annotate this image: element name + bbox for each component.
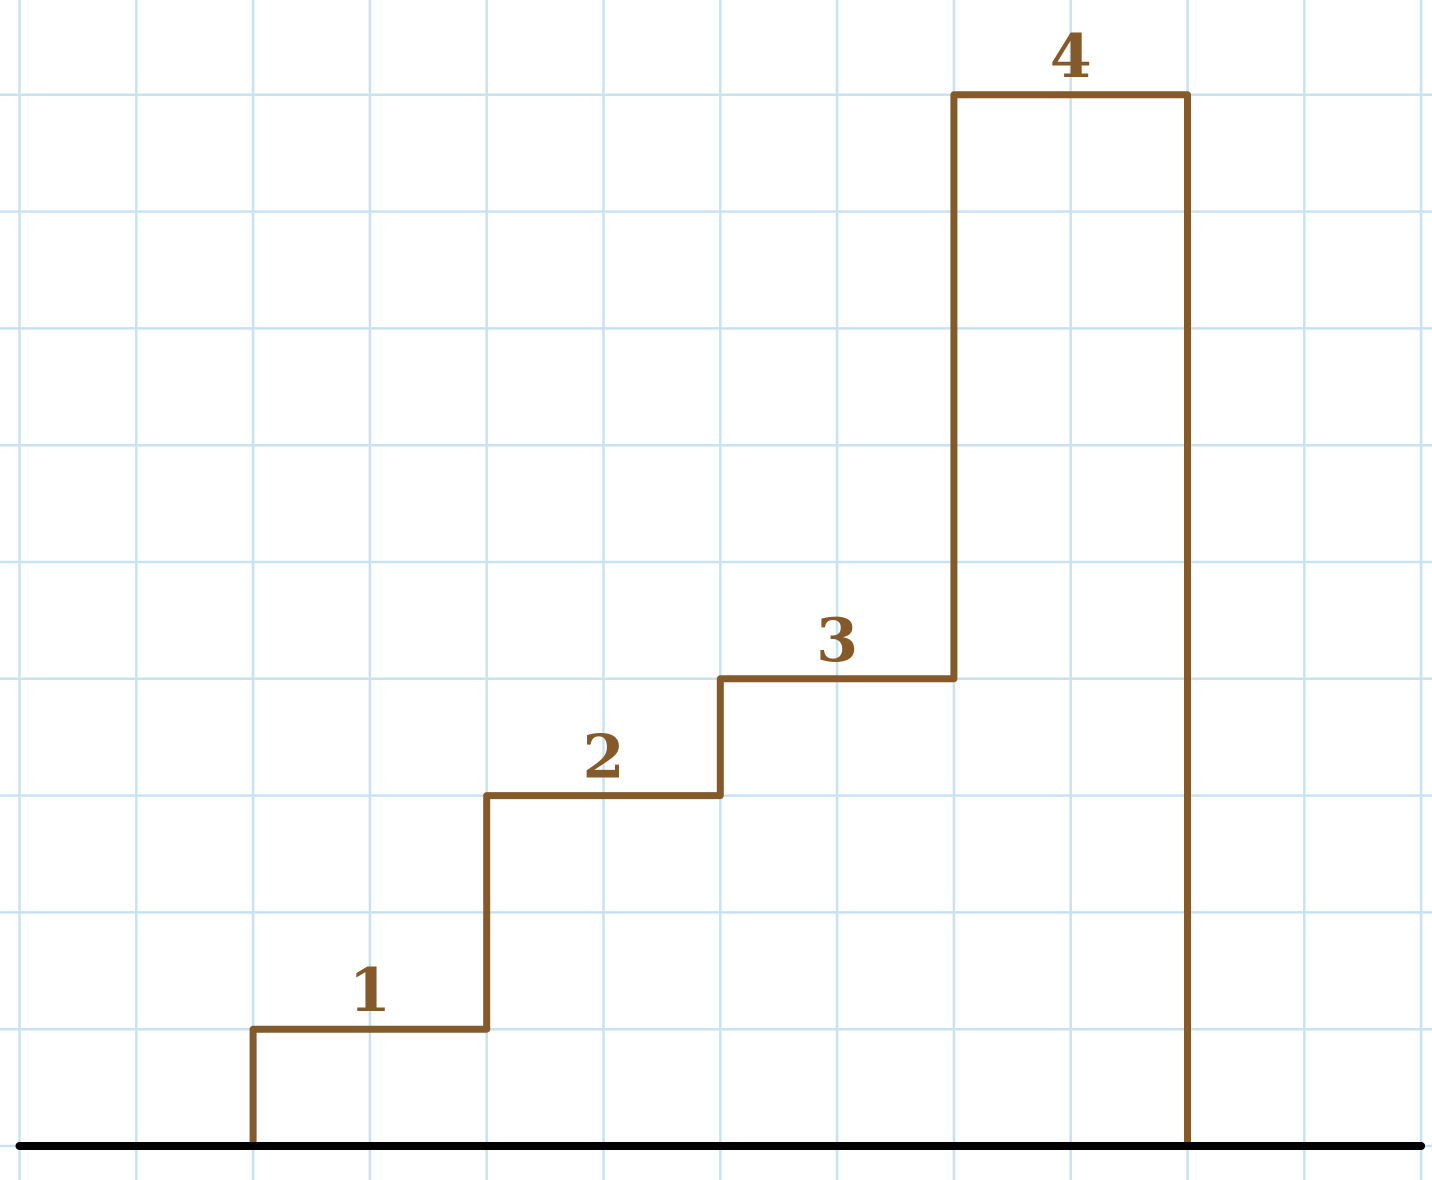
step-label-4: 4: [1050, 22, 1092, 92]
staircase-outline: [249, 91, 1191, 1150]
step-label-1: 1: [349, 956, 391, 1026]
step-label-3: 3: [816, 606, 858, 676]
step-label-2: 2: [583, 723, 625, 793]
step-labels: 1 2 3 4: [349, 22, 1092, 1026]
